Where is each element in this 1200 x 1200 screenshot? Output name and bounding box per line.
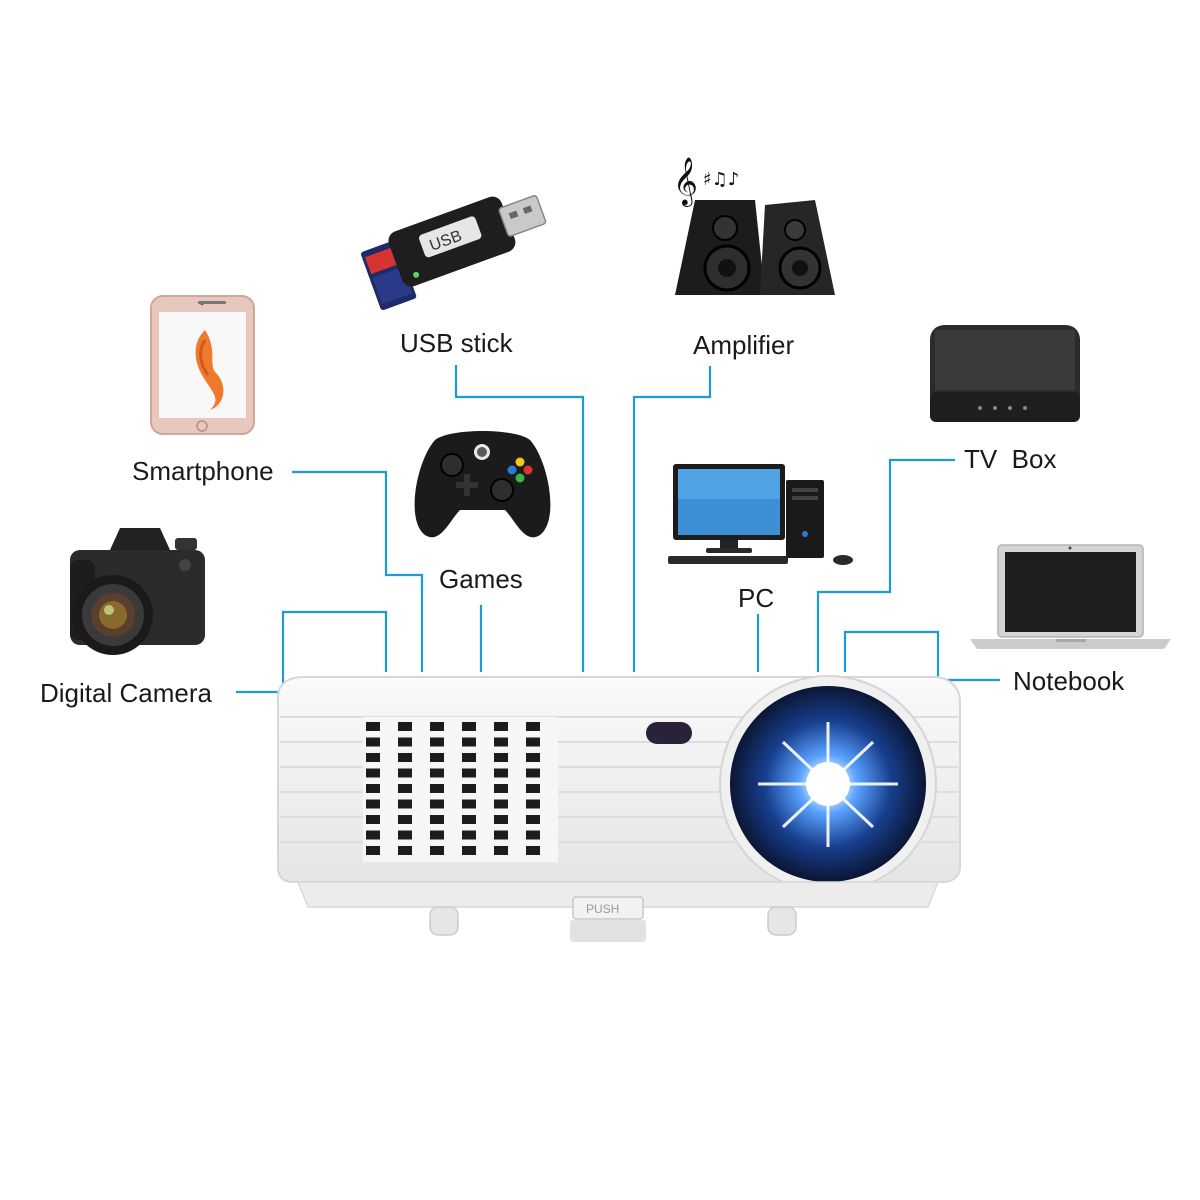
notebook-image — [968, 543, 1173, 653]
vent-slot — [366, 784, 380, 793]
vent-slot — [366, 753, 380, 762]
vent-slot — [462, 784, 476, 793]
vent-slot — [398, 768, 412, 778]
vent-slot — [526, 799, 540, 809]
label-pc: PC — [738, 583, 775, 613]
usb-stick-image: USB — [355, 190, 555, 310]
vent-slot — [366, 830, 380, 840]
label-smartphone: Smartphone — [132, 456, 274, 486]
vent-slot — [398, 799, 412, 809]
vent-slot — [494, 784, 508, 793]
vent-slot — [366, 768, 380, 778]
vent-slot — [398, 846, 412, 855]
vent-slot — [462, 768, 476, 778]
projector-image: PUSH — [268, 672, 968, 947]
vent-slot — [430, 830, 444, 840]
pc-image — [668, 462, 863, 567]
label-notebook: Notebook — [1013, 666, 1125, 696]
vent-slot — [526, 830, 540, 840]
vent-slot — [462, 830, 476, 840]
label-digital-camera: Digital Camera — [40, 678, 212, 708]
vent-slot — [526, 737, 540, 747]
vent-slot — [462, 753, 476, 762]
projector-push-badge: PUSH — [586, 902, 619, 916]
vent-slot — [494, 830, 508, 840]
vent-slot — [366, 737, 380, 747]
digital-camera-image — [65, 520, 210, 655]
line-amplifier — [632, 366, 712, 672]
smartphone-image — [150, 295, 255, 435]
vent-slot — [398, 737, 412, 747]
vent-slot — [462, 815, 476, 824]
vent-slot — [462, 846, 476, 855]
vent-slot — [430, 768, 444, 778]
tv-box-image — [925, 320, 1085, 430]
line-tv-box — [816, 458, 955, 672]
vent-slot — [366, 846, 380, 855]
vent-slot — [462, 737, 476, 747]
vent-slot — [494, 753, 508, 762]
vent-slot — [430, 799, 444, 809]
label-usb-stick: USB stick — [400, 328, 513, 358]
vent-slot — [526, 784, 540, 793]
vent-slot — [462, 722, 476, 731]
vent-slot — [526, 753, 540, 762]
vent-slot — [398, 722, 412, 731]
line-smartphone — [292, 470, 424, 672]
vent-slot — [430, 815, 444, 824]
vent-slot — [494, 737, 508, 747]
vent-slot — [526, 815, 540, 824]
vent-slot — [430, 722, 444, 731]
vent-slot — [398, 815, 412, 824]
vent-slot — [430, 784, 444, 793]
music-notes-icon: ♯♫♪ — [703, 169, 739, 190]
vent-slot — [526, 722, 540, 731]
line-notebook — [843, 630, 1000, 682]
vent-slot — [494, 768, 508, 778]
label-games: Games — [439, 564, 523, 594]
vent-slot — [430, 753, 444, 762]
vent-slot — [398, 784, 412, 793]
label-amplifier: Amplifier — [693, 330, 795, 360]
music-note-icon: 𝄞 — [673, 156, 698, 207]
vent-slot — [494, 846, 508, 855]
line-digital-camera — [236, 610, 388, 694]
amplifier-image: 𝄞 ♯♫♪ — [665, 150, 840, 305]
vent-slot — [398, 753, 412, 762]
vent-slot — [366, 722, 380, 731]
vent-slot — [494, 799, 508, 809]
label-tv-box: TV Box — [964, 444, 1057, 474]
vent-slot — [494, 815, 508, 824]
game-controller-image — [410, 420, 555, 550]
vent-slot — [526, 846, 540, 855]
vent-slot — [462, 799, 476, 809]
vent-slot — [366, 815, 380, 824]
vent-slot — [430, 846, 444, 855]
vent-slot — [526, 768, 540, 778]
line-usb-stick — [454, 365, 585, 672]
vent-slot — [494, 722, 508, 731]
vent-slot — [366, 799, 380, 809]
vent-slot — [398, 830, 412, 840]
vent-slot — [430, 737, 444, 747]
vent-grille — [363, 717, 558, 862]
